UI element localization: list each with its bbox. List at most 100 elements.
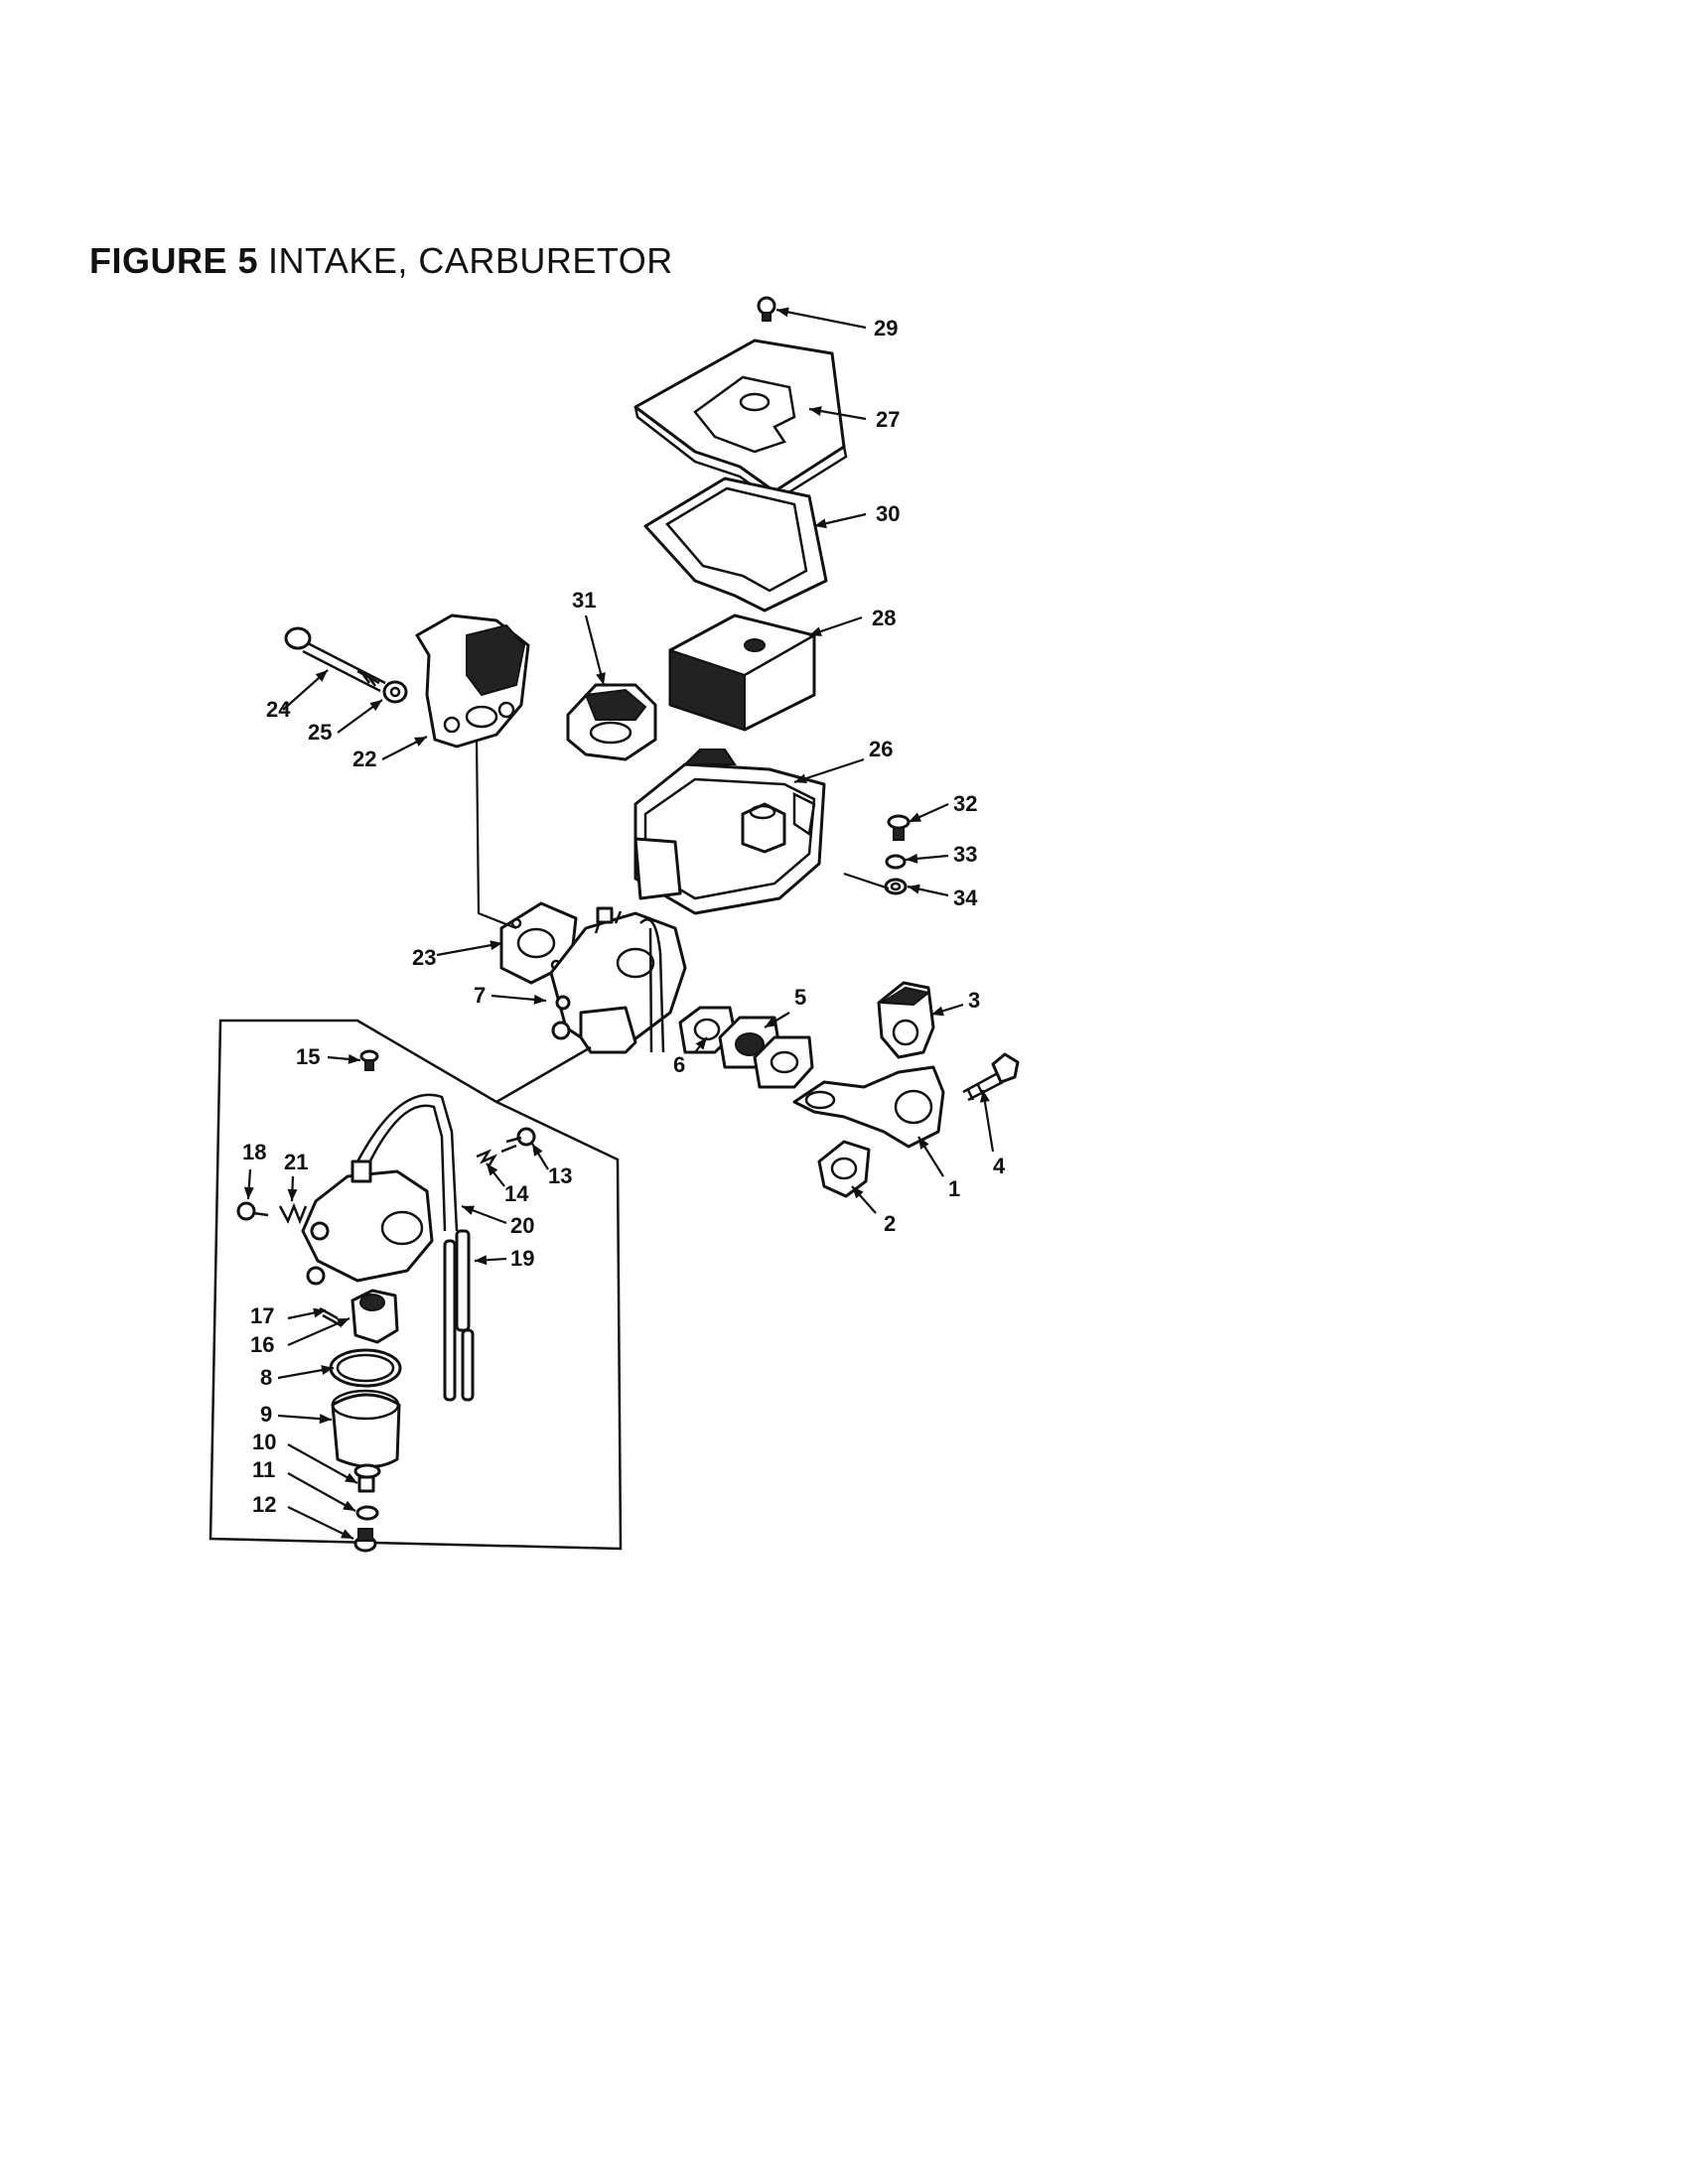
callout-4: 4: [979, 1089, 1006, 1178]
callout-33: 33: [905, 842, 977, 867]
callout-5: 5: [764, 985, 806, 1028]
callout-17-label: 17: [250, 1303, 274, 1328]
callout-28-label: 28: [872, 606, 896, 630]
callout-22: 22: [352, 736, 428, 771]
callout-11-leader: [287, 1472, 356, 1512]
part-25-washer: [382, 680, 408, 704]
callout-16: 16: [250, 1316, 351, 1357]
part-20-fuel-line: [351, 1093, 459, 1232]
callout-17-arrowhead: [313, 1307, 326, 1318]
callout-34-arrowhead: [908, 884, 920, 894]
callout-3-arrowhead: [931, 1006, 944, 1017]
callout-21: 21: [284, 1150, 308, 1202]
part-18-screw: [236, 1201, 269, 1221]
part-6-gasket-b: [753, 1035, 814, 1089]
callout-20-label: 20: [510, 1213, 534, 1238]
callout-26: 26: [793, 737, 893, 784]
callout-19-label: 19: [510, 1246, 534, 1271]
callout-30-arrowhead: [814, 518, 827, 529]
callout-16-arrowhead: [337, 1318, 350, 1328]
callout-33-label: 33: [953, 842, 977, 867]
callout-20: 20: [461, 1204, 534, 1238]
callout-12-leader: [287, 1506, 354, 1540]
callout-29-arrowhead: [776, 307, 789, 318]
callout-2: 2: [851, 1185, 896, 1236]
callout-26-label: 26: [869, 737, 893, 761]
part-8-gasket: [329, 1348, 402, 1388]
callout-9-label: 9: [260, 1402, 272, 1427]
callout-15: 15: [296, 1044, 361, 1069]
part-32-screw: [887, 814, 911, 841]
callout-1-arrowhead: [918, 1137, 929, 1150]
callout-1-label: 1: [948, 1176, 960, 1201]
callout-18: 18: [242, 1140, 266, 1200]
callout-15-arrowhead: [348, 1053, 360, 1064]
callout-13: 13: [531, 1143, 572, 1188]
callout-24-arrowhead: [315, 670, 328, 682]
callout-19-arrowhead: [475, 1255, 488, 1266]
part-24-bolt: [284, 626, 386, 693]
callout-15-label: 15: [296, 1044, 320, 1069]
callout-23: 23: [412, 940, 503, 970]
callout-26-arrowhead: [794, 773, 807, 784]
part-33-washer: [885, 854, 907, 870]
callout-11-label: 11: [252, 1457, 275, 1482]
part-30-gasket: [643, 477, 828, 613]
callout-7: 7: [474, 983, 547, 1008]
callout-5-arrowhead: [765, 1017, 777, 1027]
part-21-spring: [278, 1202, 308, 1225]
callout-3-label: 3: [968, 988, 980, 1013]
callout-23-arrowhead: [490, 940, 502, 951]
callout-27-arrowhead: [809, 406, 822, 416]
callout-24-label: 24: [266, 697, 291, 722]
callout-26-leader: [793, 757, 865, 784]
part-13-screw: [500, 1127, 536, 1154]
callout-6-label: 6: [673, 1052, 685, 1077]
part-29-screw: [757, 296, 776, 322]
callout-18-arrowhead: [243, 1186, 254, 1199]
callout-11: 11: [252, 1457, 356, 1512]
inset-box: [209, 1019, 623, 1551]
callout-25: 25: [308, 699, 383, 745]
callout-10: 10: [252, 1430, 358, 1484]
callout-14-label: 14: [504, 1181, 529, 1206]
part-16-float: [351, 1289, 399, 1344]
callout-11-arrowhead: [343, 1500, 355, 1511]
callout-31-arrowhead: [596, 672, 606, 685]
part-14-spring: [476, 1149, 498, 1167]
callout-10-leader: [287, 1443, 358, 1484]
part-11-washer: [355, 1505, 379, 1521]
callout-4-arrowhead: [979, 1090, 990, 1103]
part-7-carburetor: [549, 906, 687, 1054]
part-4-bolt: [962, 1052, 1020, 1102]
part-12-bolt: [353, 1528, 377, 1553]
callout-19: 19: [474, 1246, 534, 1271]
callout-6-arrowhead: [695, 1037, 707, 1050]
callout-24: 24: [266, 669, 329, 722]
callout-12-arrowhead: [341, 1529, 353, 1539]
callout-27-label: 27: [876, 407, 900, 432]
figure-subtitle: INTAKE, CARBURETOR: [268, 240, 673, 281]
callout-31: 31: [572, 588, 606, 686]
part-26-air-cleaner-body: [633, 749, 826, 915]
callout-34-label: 34: [953, 886, 978, 910]
callout-6: 6: [673, 1036, 708, 1077]
part-2-gasket: [817, 1140, 871, 1198]
part-22-bracket: [415, 614, 530, 749]
callout-7-label: 7: [474, 983, 486, 1008]
part-28-filter-element: [668, 614, 816, 732]
callout-23-label: 23: [412, 945, 436, 970]
callout-25-label: 25: [308, 720, 332, 745]
callout-8-arrowhead: [321, 1365, 334, 1376]
part-carburetor-body-inset: [301, 1160, 434, 1286]
callout-10-arrowhead: [345, 1472, 357, 1483]
part-10-nut: [357, 1475, 375, 1493]
callout-17: 17: [250, 1303, 327, 1328]
callout-13-label: 13: [548, 1163, 572, 1188]
part-3-cover: [877, 981, 935, 1059]
part-31-elbow: [566, 683, 657, 761]
callout-3: 3: [930, 988, 980, 1017]
callout-2-label: 2: [884, 1211, 896, 1236]
callout-28-arrowhead: [809, 626, 822, 636]
